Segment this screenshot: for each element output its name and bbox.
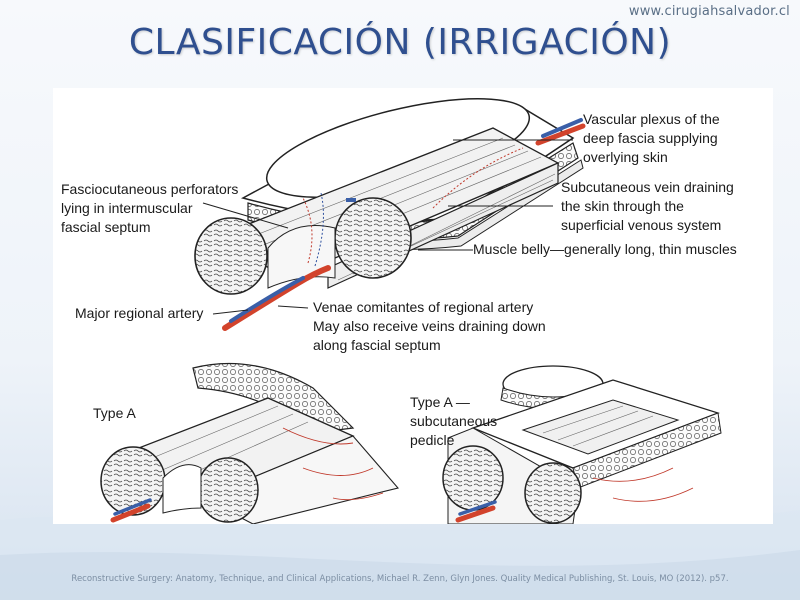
anatomy-figure: Vascular plexus of the deep fascia suppl… [53,88,773,524]
type-a-diagram [100,362,400,524]
label-major-artery: Major regional artery [75,305,204,321]
label-line: Vascular plexus of the [583,111,720,127]
label-line: deep fascia supplying [583,130,718,146]
label-line: Subcutaneous vein draining [561,179,734,195]
label-venae-comitantes: Venae comitantes of regional artery May … [313,298,546,355]
label-type-a: Type A [93,405,136,421]
slide-title: CLASIFICACIÓN (IRRIGACIÓN) [128,22,672,63]
label-line: Type A — [410,394,470,410]
label-vascular-plexus: Vascular plexus of the deep fascia suppl… [583,110,720,167]
label-line: fascial septum [61,219,151,235]
label-line: subcutaneous [410,413,498,429]
label-line: Venae comitantes of regional artery [313,299,534,315]
label-line: May also receive veins draining down [313,318,546,334]
label-subcutaneous-vein: Subcutaneous vein draining the skin thro… [561,178,734,235]
label-line: lying in intermuscular [61,200,193,216]
label-line: along fascial septum [313,337,441,353]
label-line: pedicle [410,432,455,448]
label-line: the skin through the [561,198,684,214]
main-diagram [194,97,586,331]
label-line: Fasciocutaneous perforators [61,181,239,197]
label-line: superficial venous system [561,217,722,233]
citation: Reconstructive Surgery: Anatomy, Techniq… [71,574,729,584]
website-url: www.cirugiahsalvador.cl [628,4,790,19]
anatomy-illustration [100,97,722,524]
label-line: overlying skin [583,149,668,165]
label-type-a-subcutaneous: Type A — subcutaneous pedicle [410,393,497,450]
label-fasciocutaneous-perforators: Fasciocutaneous perforators lying in int… [61,180,238,237]
type-a-subcutaneous-diagram [442,365,722,524]
label-muscle-belly: Muscle belly—generally long, thin muscle… [473,241,737,257]
